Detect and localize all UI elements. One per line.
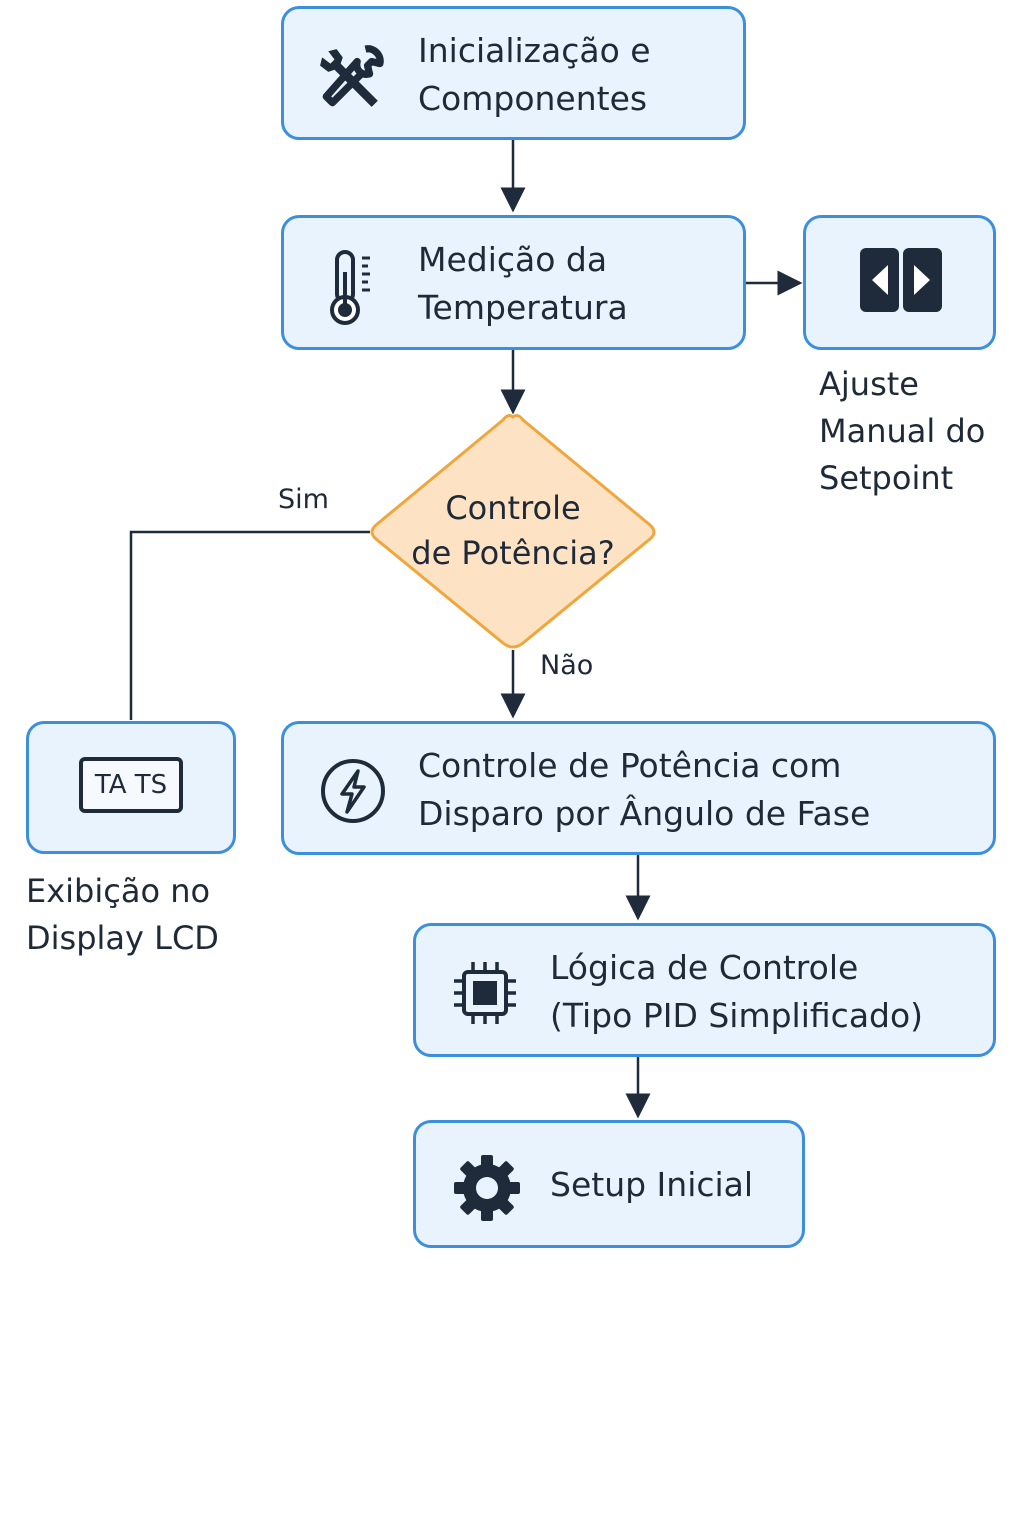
node-init: Inicialização e Componentes [281,6,746,140]
lcd-display-text: TA TS [94,770,168,800]
lightning-icon [321,759,385,823]
left-right-arrows-icon [860,248,942,312]
line-decision-to-lcd [129,530,370,720]
node-init-label: Inicialização e Componentes [418,31,651,118]
node-lcd: TA TS [26,721,236,854]
node-power-label: Controle de Potência com Disparo por Âng… [418,746,871,833]
decision-label: Controle de Potência? [411,489,615,572]
node-setpoint [803,215,996,350]
thermometer-icon [330,250,370,325]
node-power: Controle de Potência com Disparo por Âng… [281,721,996,855]
decision-diamond [370,414,656,649]
edge-label-no: Não [540,650,594,681]
gear-icon [454,1155,520,1221]
chip-icon [454,962,516,1024]
node-measure-label: Medição da Temperatura [418,240,628,327]
node-measure: Medição da Temperatura [281,215,746,350]
node-logic: Lógica de Controle (Tipo PID Simplificad… [413,923,996,1057]
tools-icon [320,45,384,107]
node-setup: Setup Inicial [413,1120,805,1248]
edge-label-yes: Sim [278,484,329,515]
node-setup-label: Setup Inicial [550,1165,754,1204]
lcd-display-icon: TA TS [79,757,183,813]
node-lcd-label: Exibição no Display LCD [26,872,219,957]
node-setpoint-label: Ajuste Manual do Setpoint [819,365,986,497]
node-logic-label: Lógica de Controle (Tipo PID Simplificad… [550,948,924,1035]
